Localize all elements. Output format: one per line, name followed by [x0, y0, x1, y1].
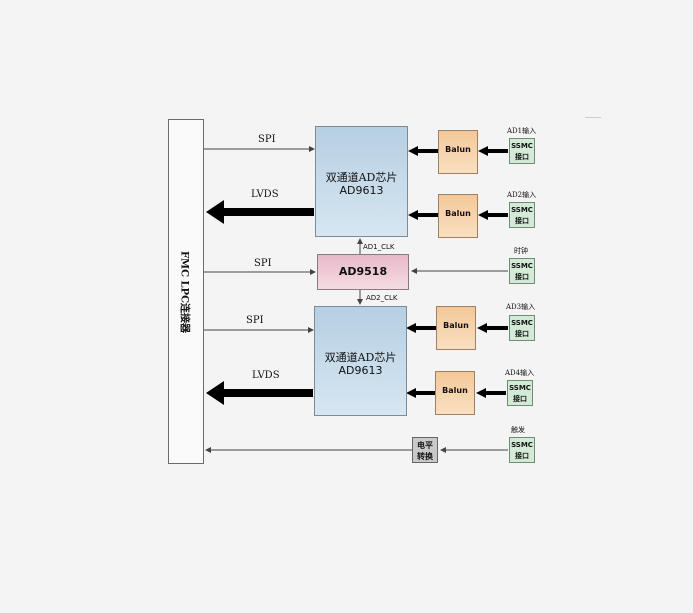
ssmc-clock: SSMC 接口: [509, 258, 535, 284]
ssmc-ad4: SSMC 接口: [507, 380, 533, 406]
ssmc-ad1-line2: 接口: [515, 152, 529, 161]
balun-4-label: Balun: [442, 386, 468, 395]
clock-chip-label: AD9518: [338, 265, 388, 278]
ssmc-ad1-line1: SSMC: [511, 142, 533, 150]
ssmc-ad3-line1: SSMC: [511, 319, 533, 327]
adc-bottom-title: 双通道AD芯片: [324, 351, 397, 364]
balun-3-label: Balun: [443, 321, 469, 330]
ad4-input-label: AD4输入: [505, 369, 535, 377]
ad2-input-label: AD2输入: [507, 191, 537, 199]
clock-input-label: 时钟: [514, 247, 528, 255]
ssmc-ad2-line1: SSMC: [511, 206, 533, 214]
level-shifter-line1: 电平: [417, 440, 433, 450]
level-shifter: 电平 转换: [412, 437, 438, 463]
ssmc-clock-line1: SSMC: [511, 262, 533, 270]
trigger-input-label: 触发: [511, 426, 525, 434]
lvds-top-arrowhead: [206, 200, 224, 224]
ssmc-trigger: SSMC 接口: [509, 437, 535, 463]
adc-chip-bottom: 双通道AD芯片 AD9613: [314, 306, 407, 416]
balun-4: Balun: [435, 371, 475, 415]
corner-mark: [585, 117, 601, 118]
ad3-input-label: AD3输入: [506, 303, 536, 311]
spi-bottom-label: SPI: [246, 315, 264, 326]
balun-2: Balun: [438, 194, 478, 238]
ad1-clk-label: AD1_CLK: [363, 243, 395, 251]
ssmc-ad4-line2: 接口: [513, 394, 527, 403]
ssmc-trigger-line1: SSMC: [511, 441, 533, 449]
ssmc-ad1: SSMC 接口: [509, 138, 535, 164]
adc-top-title: 双通道AD芯片: [325, 171, 398, 184]
ssmc-ad2: SSMC 接口: [509, 202, 535, 228]
ssmc-ad3-line2: 接口: [515, 329, 529, 338]
ad1-input-label: AD1输入: [507, 127, 537, 135]
ad2-clk-label: AD2_CLK: [366, 294, 398, 302]
lvds-bottom-label: LVDS: [252, 370, 280, 381]
ssmc-ad4-line1: SSMC: [509, 384, 531, 392]
ssmc-ad2-line2: 接口: [515, 216, 529, 225]
clock-chip-ad9518: AD9518: [317, 254, 409, 290]
ssmc-ad3: SSMC 接口: [509, 315, 535, 341]
fmc-connector-label: FMC LPC连接器: [178, 250, 190, 333]
spi-top-label: SPI: [258, 134, 276, 145]
adc-top-model: AD9613: [339, 184, 384, 197]
balun-3: Balun: [436, 306, 476, 350]
balun-1: Balun: [438, 130, 478, 174]
adc-bottom-model: AD9613: [338, 364, 383, 377]
ssmc-trigger-line2: 接口: [515, 451, 529, 460]
fmc-lpc-connector: FMC LPC连接器: [168, 119, 204, 464]
adc-chip-top: 双通道AD芯片 AD9613: [315, 126, 408, 237]
balun-1-label: Balun: [445, 145, 471, 154]
lvds-bottom-arrowhead: [206, 381, 224, 405]
spi-mid-label: SPI: [254, 258, 272, 269]
balun-2-label: Balun: [445, 209, 471, 218]
lvds-top-label: LVDS: [251, 189, 279, 200]
ssmc-clock-line2: 接口: [515, 272, 529, 281]
level-shifter-line2: 转换: [417, 451, 433, 461]
